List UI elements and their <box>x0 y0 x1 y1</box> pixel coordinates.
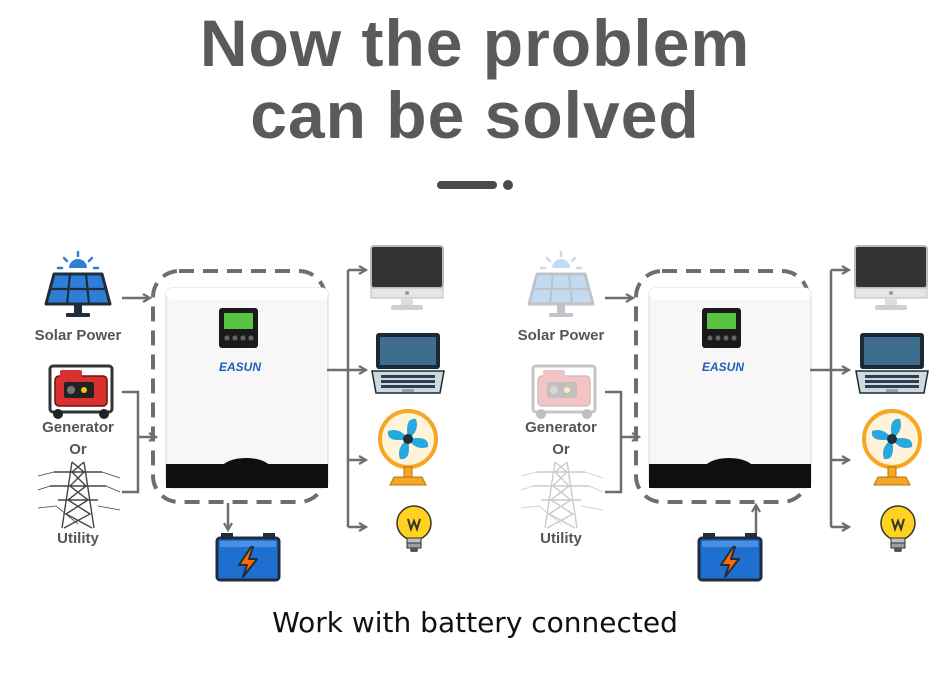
grid-bracket-right <box>605 390 623 494</box>
fan-icon <box>378 409 438 487</box>
monitor-icon <box>370 245 444 311</box>
light-bulb-icon-right <box>880 505 916 553</box>
headline-line1: Now the problem <box>199 6 751 80</box>
or-label-right: Or <box>552 441 570 458</box>
laptop-icon-right <box>855 332 929 394</box>
solar-power-label: Solar Power <box>35 327 122 344</box>
laptop-icon <box>371 332 445 394</box>
generator-label: Generator <box>42 419 114 436</box>
caption: Work with battery connected <box>272 606 678 639</box>
generator-icon-faded <box>531 364 597 421</box>
generator-label-right: Generator <box>525 419 597 436</box>
monitor-icon-right <box>854 245 928 311</box>
light-bulb-icon <box>396 505 432 553</box>
headline-line2: can be solved <box>250 78 700 152</box>
battery-icon-right <box>697 531 763 582</box>
power-tower-icon <box>37 461 121 529</box>
utility-label: Utility <box>57 530 99 547</box>
solar-panel-icon <box>44 250 112 319</box>
brand-logo-right: EASUN <box>702 360 744 374</box>
solar-panel-icon-faded <box>527 250 595 319</box>
power-tower-icon-faded <box>520 461 604 529</box>
inverter-icon-right <box>648 287 812 489</box>
generator-icon <box>48 364 114 421</box>
brand-logo: EASUN <box>219 360 261 374</box>
solar-power-label-right: Solar Power <box>518 327 605 344</box>
grid-bracket <box>122 390 140 494</box>
left-panel: Solar Power Generator Or Utility EASUN <box>35 245 445 582</box>
battery-icon <box>215 531 281 582</box>
inverter-icon <box>165 287 329 489</box>
fan-icon-right <box>862 409 922 487</box>
or-label: Or <box>69 441 87 458</box>
right-panel: Solar Power Generator Or Utility EASUN <box>518 245 929 582</box>
utility-label-right: Utility <box>540 530 582 547</box>
